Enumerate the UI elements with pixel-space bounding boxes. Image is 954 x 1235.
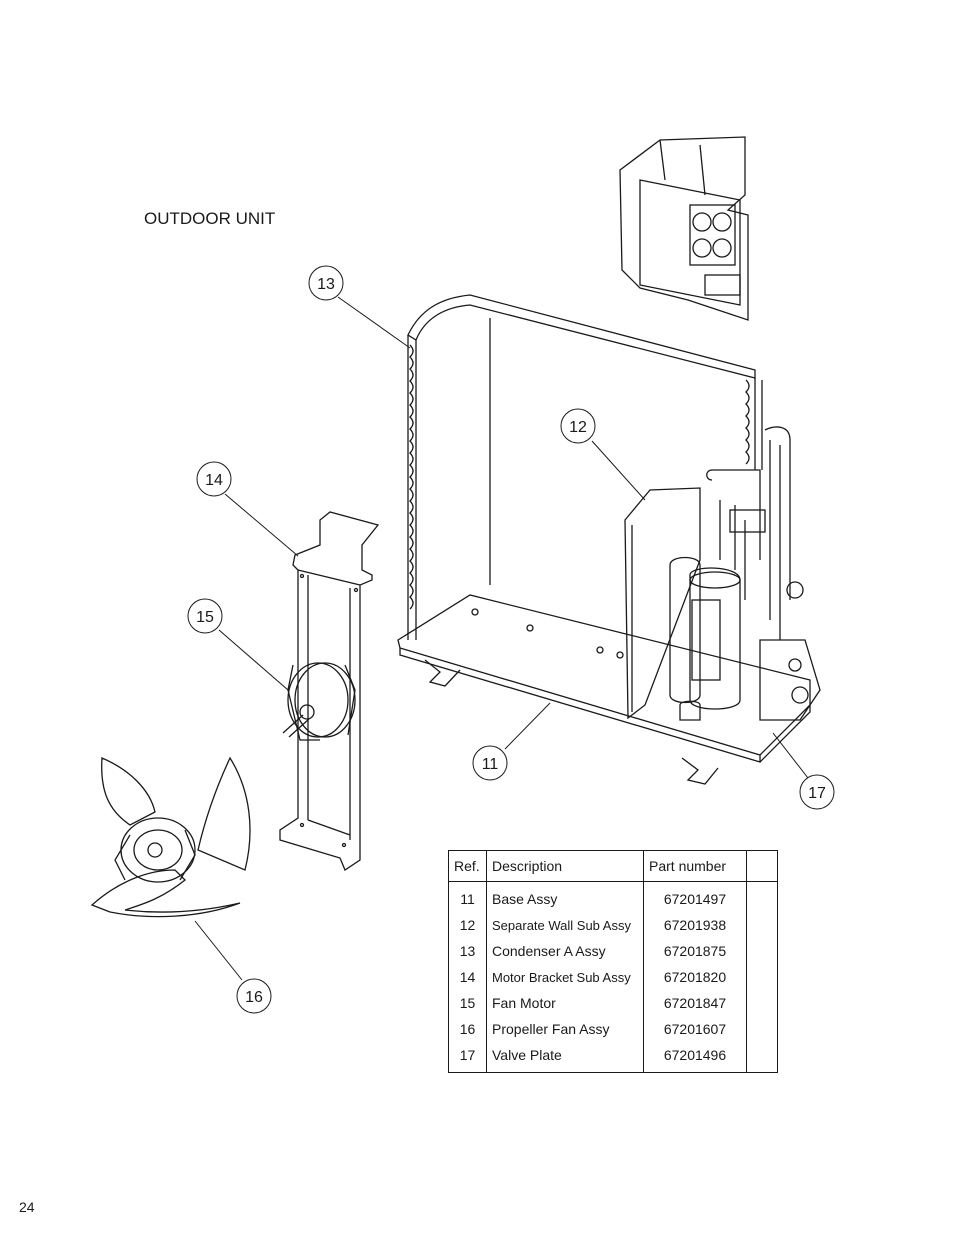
separate-wall-drawing xyxy=(624,426,821,721)
table-row: 14 Motor Bracket Sub Assy 67201820 xyxy=(449,964,778,990)
fan-motor-drawing xyxy=(282,662,356,741)
table-row: 17 Valve Plate 67201496 xyxy=(449,1042,778,1073)
table-row: 16 Propeller Fan Assy 67201607 xyxy=(449,1016,778,1042)
callout-13: 13 xyxy=(308,265,344,301)
cell-empty xyxy=(746,912,778,938)
cell-empty xyxy=(746,881,778,912)
propeller-fan-drawing xyxy=(90,756,251,918)
cell-ref: 13 xyxy=(459,943,476,959)
cell-part-number: 67201820 xyxy=(643,964,747,990)
cell-description: Separate Wall Sub Assy xyxy=(486,912,644,938)
page-number: 24 xyxy=(19,1199,35,1215)
parts-table: Ref. Description Part number 11 Base Ass… xyxy=(448,850,778,1073)
callout-17: 17 xyxy=(799,774,835,810)
cell-ref: 12 xyxy=(459,917,476,933)
cell-description: Propeller Fan Assy xyxy=(486,1016,644,1042)
table-row: 13 Condenser A Assy 67201875 xyxy=(449,938,778,964)
cell-ref: 16 xyxy=(459,1021,476,1037)
header-empty xyxy=(746,850,778,882)
leader-lines xyxy=(194,296,809,981)
cell-empty xyxy=(746,1016,778,1042)
cell-description: Base Assy xyxy=(486,881,644,912)
cell-description: Fan Motor xyxy=(486,990,644,1016)
motor-bracket-drawing xyxy=(279,511,380,871)
cell-empty xyxy=(746,964,778,990)
svg-text:12: 12 xyxy=(569,419,587,436)
base-drawing xyxy=(397,594,811,785)
callout-16: 16 xyxy=(236,978,272,1014)
table-row: 11 Base Assy 67201497 xyxy=(449,881,778,912)
callout-14: 14 xyxy=(196,461,232,497)
cell-description: Condenser A Assy xyxy=(486,938,644,964)
svg-text:11: 11 xyxy=(482,756,499,773)
cell-part-number: 67201875 xyxy=(643,938,747,964)
svg-text:16: 16 xyxy=(245,989,263,1006)
cell-description: Valve Plate xyxy=(486,1042,644,1073)
cell-ref: 14 xyxy=(459,969,476,985)
callout-11: 11 xyxy=(472,745,508,781)
header-ref: Ref. xyxy=(448,850,487,882)
svg-text:14: 14 xyxy=(205,472,223,489)
cell-part-number: 67201496 xyxy=(643,1042,747,1073)
cell-empty xyxy=(746,990,778,1016)
svg-text:13: 13 xyxy=(317,276,335,293)
cell-empty xyxy=(746,938,778,964)
cell-part-number: 67201607 xyxy=(643,1016,747,1042)
condenser-drawing xyxy=(407,294,763,640)
header-part-number: Part number xyxy=(643,850,747,882)
callout-15: 15 xyxy=(187,598,223,634)
header-description: Description xyxy=(486,850,644,882)
cell-part-number: 67201497 xyxy=(643,881,747,912)
cell-empty xyxy=(746,1042,778,1073)
control-box-drawing xyxy=(619,136,749,321)
svg-text:17: 17 xyxy=(808,785,826,802)
cell-ref: 15 xyxy=(459,995,476,1011)
section-title: OUTDOOR UNIT xyxy=(144,209,276,228)
table-row: 12 Separate Wall Sub Assy 67201938 xyxy=(449,912,778,938)
svg-text:15: 15 xyxy=(196,609,214,626)
cell-ref: 11 xyxy=(460,891,475,907)
table-row: 15 Fan Motor 67201847 xyxy=(449,990,778,1016)
cell-part-number: 67201938 xyxy=(643,912,747,938)
table-header-row: Ref. Description Part number xyxy=(448,850,778,882)
callout-12: 12 xyxy=(560,408,596,444)
cell-description: Motor Bracket Sub Assy xyxy=(486,964,644,990)
cell-ref: 17 xyxy=(459,1047,476,1063)
cell-part-number: 67201847 xyxy=(643,990,747,1016)
